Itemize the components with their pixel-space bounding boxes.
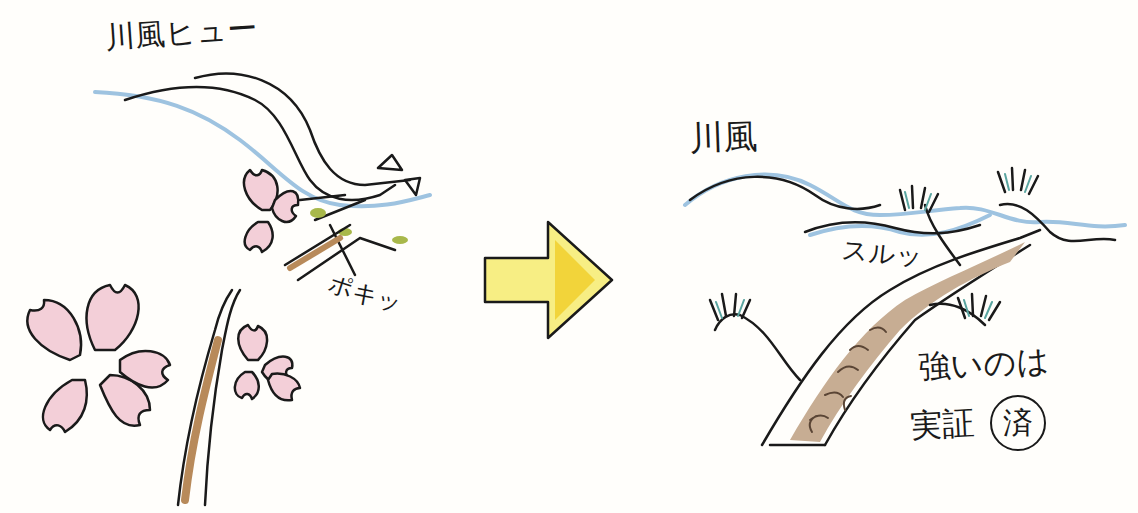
transition-arrow — [485, 222, 612, 338]
pine-branch — [925, 205, 960, 265]
snap-sound-label: ポキッ — [326, 271, 405, 317]
wind-line — [1000, 204, 1115, 241]
snapping-branch — [285, 225, 395, 280]
stamp-text: 済 — [1003, 408, 1033, 438]
wind-sound-label: 川風ヒュー — [104, 13, 258, 54]
cherry-flower — [244, 170, 298, 252]
note-text: 強いのは — [917, 345, 1049, 384]
branch-shade — [290, 238, 340, 268]
pine-needles — [710, 168, 1038, 320]
ground — [770, 444, 825, 447]
pine-branch — [930, 304, 985, 325]
branch-shade — [185, 340, 218, 500]
wind-line — [690, 177, 880, 209]
leaf — [392, 236, 408, 244]
pine-needles-color — [716, 174, 1031, 318]
pine-trunk — [762, 230, 1040, 445]
cherry-flower — [235, 325, 300, 400]
bark-texture — [810, 327, 886, 432]
broken-twig-tip — [378, 155, 420, 195]
wind-label: 川風 — [689, 119, 758, 155]
branch — [205, 290, 240, 505]
pine-branch — [715, 314, 800, 380]
broken-twig — [300, 195, 365, 220]
cherry-flower — [27, 285, 170, 432]
leaf — [310, 208, 326, 218]
branch — [178, 290, 232, 505]
wind-line — [805, 222, 980, 233]
arrow-shade — [555, 240, 595, 320]
bark-fill — [790, 242, 1025, 442]
wind-stream — [685, 175, 1125, 227]
note-text: 実証 — [909, 406, 975, 441]
slip-sound-label: スルッ — [841, 236, 924, 270]
stamp-circle: 済 — [990, 395, 1046, 451]
wind-stream — [810, 215, 990, 235]
